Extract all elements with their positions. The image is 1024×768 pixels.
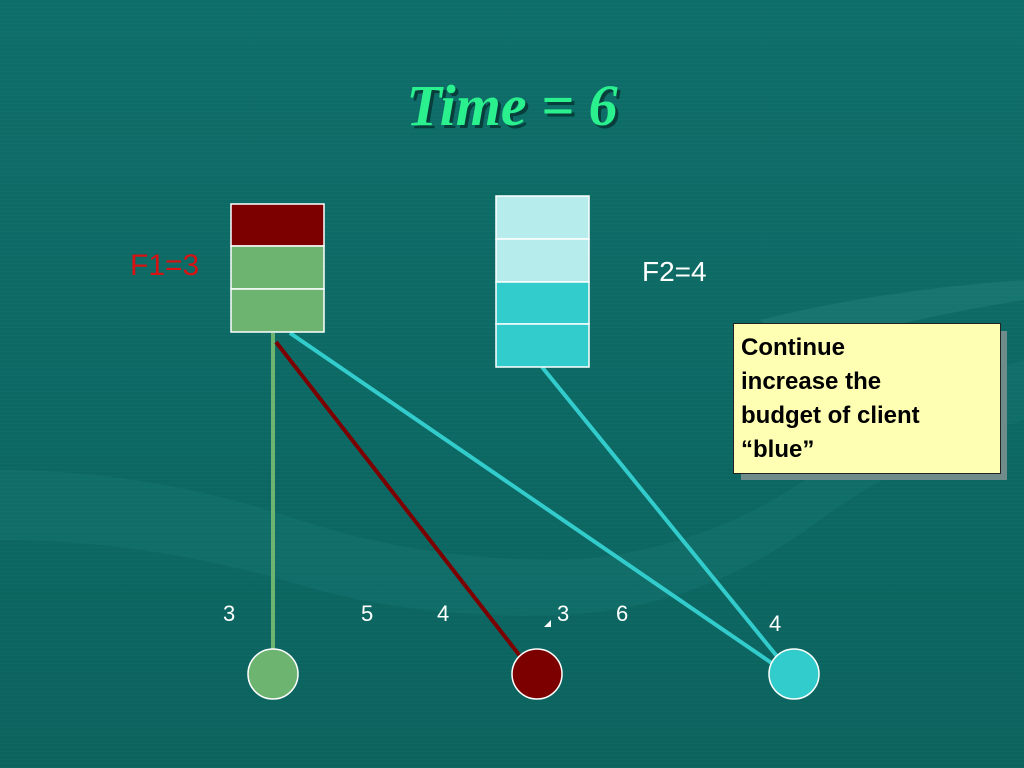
cursor-arrow-icon: [544, 620, 551, 627]
edge-number: 5: [361, 601, 374, 626]
client-red-node: [511, 648, 563, 700]
f2-slot-4: [495, 323, 590, 368]
f2-slot-1: [495, 195, 590, 240]
edge-number: 3: [223, 601, 236, 626]
f1-slot-1: [230, 203, 325, 247]
f2-label: F2=4: [642, 256, 707, 287]
f1-label: F1=3: [130, 249, 200, 282]
note-callout: Continue increase the budget of client “…: [733, 323, 1001, 474]
edge-number: 4: [769, 611, 782, 636]
edge-f1-to-blue-client: [288, 331, 778, 668]
f2-slot-2: [495, 238, 590, 283]
edge-f1-to-red-client: [274, 340, 522, 658]
edge-number: 6: [616, 601, 629, 626]
f1-slot-3: [230, 288, 325, 333]
f1-slot-2: [230, 245, 325, 290]
f2-slot-3: [495, 281, 590, 325]
background-hand-shape: [0, 360, 1024, 616]
edge-number: 4: [437, 601, 450, 626]
client-blue-node: [768, 648, 820, 700]
edge-f2-to-blue-client: [540, 365, 782, 662]
edge-number: 3: [557, 601, 570, 626]
client-green-node: [247, 648, 299, 700]
slide-title: Time = 6: [406, 73, 618, 138]
